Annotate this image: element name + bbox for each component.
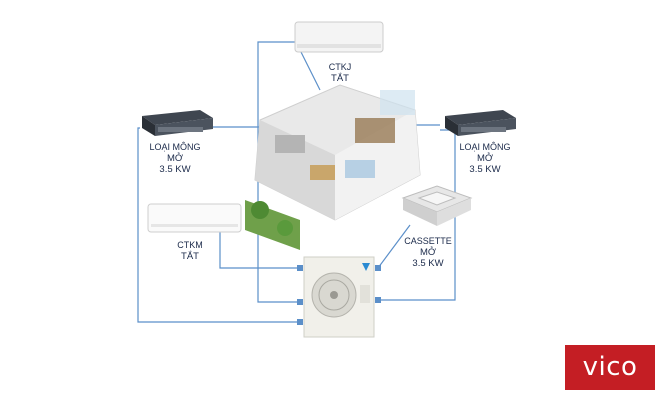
power-label: 3.5 KW [159,164,191,175]
house-cutaway-illustration [245,84,421,250]
vico-logo: vico [565,345,655,390]
status-label: MỞ [476,153,494,164]
label-cassette: CASSETTE MỞ 3.5 KW [398,236,458,269]
model-label: CTKM [177,240,203,250]
power-label: 3.5 KW [412,258,444,269]
status-label: TẮT [181,251,199,262]
status-label: TẮT [331,73,349,84]
model-label: LOẠI MÔNG [459,142,511,152]
status-label: MỞ [166,153,184,164]
wall-unit-ctkm [147,203,242,233]
model-label: LOẠI MÔNG [149,142,201,152]
duct-unit-left [142,110,213,136]
duct-unit-right [445,110,516,136]
label-duct-right: LOẠI MÔNG MỞ 3.5 KW [450,142,520,175]
model-label: CASSETTE [404,236,452,246]
label-ctkj: CTKJ TẮT [310,62,370,84]
model-label: CTKJ [328,62,352,72]
outdoor-unit [303,256,375,338]
power-label: 3.5 KW [469,164,501,175]
cassette-unit [401,185,473,226]
status-label: MỞ [419,247,437,258]
wall-unit-ctkj [294,21,384,53]
label-ctkm: CTKM TẮT [160,240,220,262]
label-duct-left: LOẠI MÔNG MỞ 3.5 KW [140,142,210,175]
